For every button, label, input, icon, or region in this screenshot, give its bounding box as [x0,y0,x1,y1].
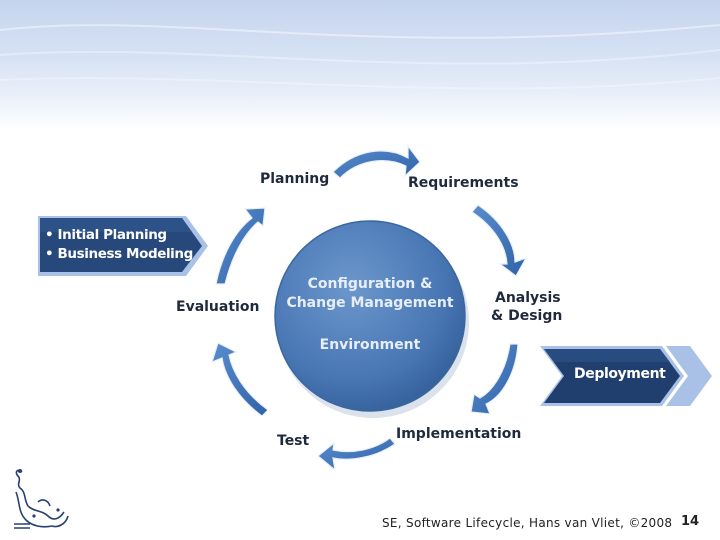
phase-label-requirements: Requirements [408,175,519,191]
phase-label-design: & Design [491,308,563,324]
footer-citation: SE, Software Lifecycle, Hans van Vliet, … [382,516,673,530]
left-callout-initial-phase: • Initial Planning • Business Modeling [38,216,208,276]
center-line-change-management: Change Management [286,295,454,311]
left-callout-item-initial-planning: • Initial Planning [45,227,167,243]
phase-label-analysis: Analysis [495,290,561,306]
phase-label-evaluation: Evaluation [176,299,260,315]
cycle-arrow-planning-to-requirements [332,144,421,179]
center-line-configuration: Configuration & [307,276,433,292]
cycle-arrow-requirements-to-analysis [471,204,528,277]
university-logo-icon [14,469,69,529]
cycle-arrow-evaluation-to-planning [215,207,266,285]
center-circle [274,220,466,412]
header-band [0,0,720,130]
right-callout-label: Deployment [574,366,666,382]
left-callout-arrow-shape [38,216,208,276]
page-number: 14 [681,514,700,529]
phase-label-planning: Planning [260,171,330,187]
right-callout-arrow-shape [540,346,712,406]
left-callout-item-business-modeling: • Business Modeling [45,246,193,262]
phase-label-test: Test [277,433,310,449]
header-wave-decoration [0,24,720,90]
cycle-arrow-analysis-to-implementation [470,343,519,415]
cycle-arrow-test-to-evaluation [211,342,269,417]
right-callout-deployment: Deployment [540,346,712,406]
phase-label-implementation: Implementation [396,426,522,442]
cycle-arrow-implementation-to-test [317,437,396,472]
center-line-environment: Environment [319,337,421,353]
